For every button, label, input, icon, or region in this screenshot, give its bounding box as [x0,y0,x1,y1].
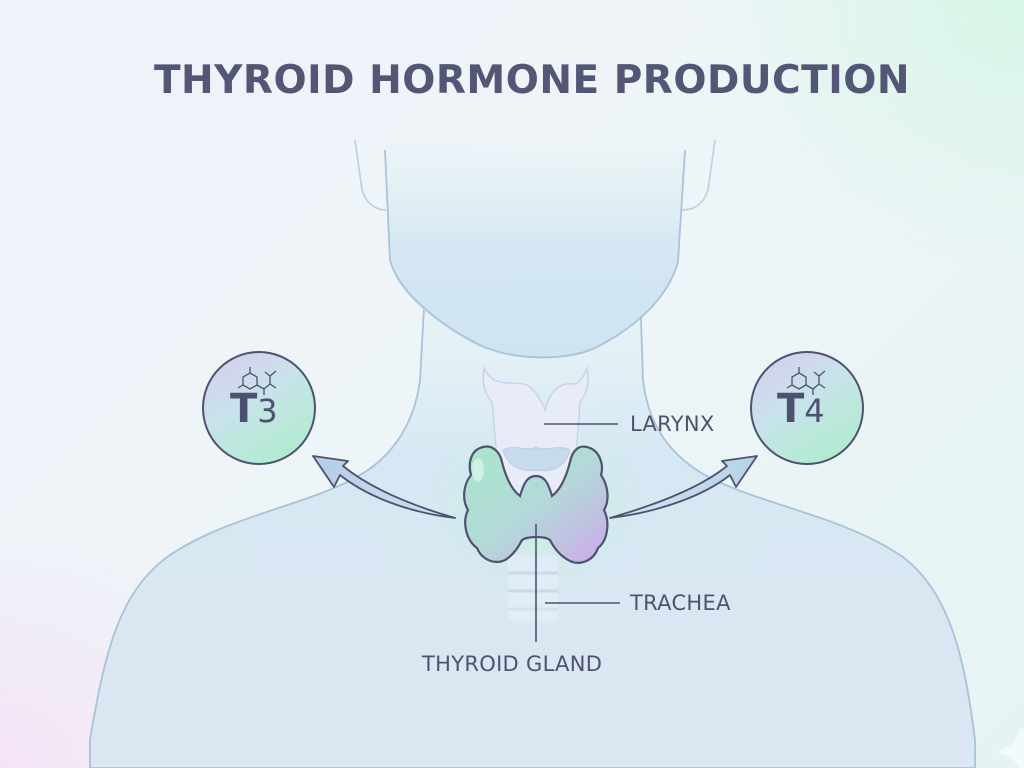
larynx-label: LARYNX [630,412,715,436]
hormone-t3-label: T3 [230,386,278,432]
right-ear [681,139,716,211]
thyroid-gland [463,445,609,564]
hormone-t4-label: T4 [777,386,825,432]
hormone-number: 4 [804,392,825,430]
arrow-to-t3 [312,455,456,519]
hormone-number: 3 [257,392,278,430]
head-silhouette [385,140,685,358]
page-title: THYROID HORMONE PRODUCTION [153,58,911,103]
trachea [508,555,558,623]
hormone-letter: T [230,386,258,432]
arrow-to-t4 [609,455,758,519]
thyroid-highlight [472,458,484,482]
sparkle-icon [996,728,1024,768]
molecule-icon [786,367,826,395]
hormone-t4-badge [750,351,864,465]
thyroid-gland-label: THYROID GLAND [422,652,603,676]
larynx-ring [502,446,571,472]
jaw-outline [384,149,686,359]
molecule-icon [237,367,277,395]
larynx [482,365,589,514]
trachea-label: TRACHEA [630,591,731,615]
hormone-t3-badge [202,351,316,465]
hormone-letter: T [777,386,805,432]
left-ear [354,139,387,211]
